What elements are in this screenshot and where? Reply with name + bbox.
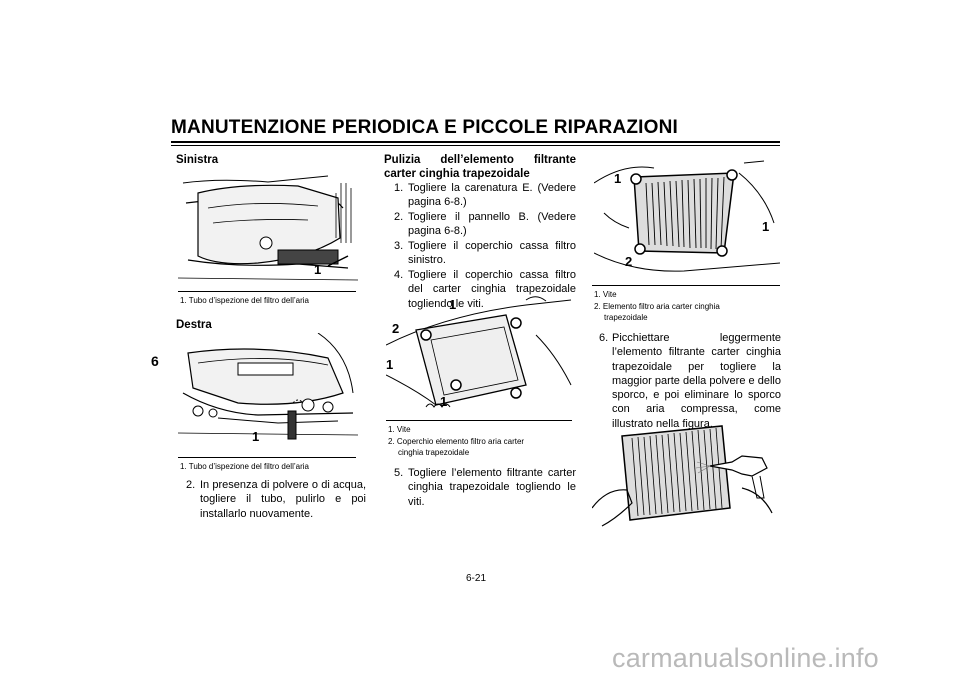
step-number: 4. [394, 269, 404, 281]
caption-rule [592, 285, 780, 286]
page-number: 6-21 [466, 573, 487, 584]
fig4-caption-2: 2. Elemento filtro aria carter cinghia [594, 302, 720, 311]
step-text: In presenza di polvere o di acqua, togli… [200, 479, 366, 520]
fig3-caption-2b: cinghia trapezoidale [398, 448, 470, 457]
header-rule [171, 141, 780, 143]
step-text: Togliere il coperchio cassa filtro sinis… [408, 240, 576, 267]
fig3-caption-1: 1. Vite [388, 425, 411, 434]
fig4-callout-1b: 1 [762, 219, 770, 234]
figure-filter-element [594, 153, 780, 283]
destra-heading: Destra [176, 319, 212, 331]
fig3-callout-1b: 1 [386, 357, 394, 372]
step-text: Picchiettare leggermente l’elemento filt… [612, 332, 781, 430]
page-title: MANUTENZIONE PERIODICA E PICCOLE RIPARAZ… [171, 117, 679, 138]
step-number: 6. [599, 332, 609, 344]
fig1-callout: 1 [314, 262, 322, 277]
figure-compressed-air-cleaning [592, 418, 780, 528]
header-rule-thin [171, 145, 780, 146]
figure-left-side [178, 168, 358, 286]
figure-filter-cover [386, 295, 576, 415]
fig4-caption-2b: trapezoidale [604, 313, 648, 322]
fig3-callout-1c: 1 [440, 394, 448, 409]
step-number: 2. [394, 211, 404, 223]
cleaning-heading: Pulizia dell’elemento filtrante carter c… [384, 154, 576, 180]
fig3-caption-2: 2. Coperchio elemento filtro aria carter [388, 437, 525, 446]
step-number: 2. [186, 479, 196, 491]
step-text: Togliere l’elemento filtrante carter cin… [408, 467, 576, 508]
watermark: carmanualsonline.info [612, 643, 879, 673]
step-text: Togliere il coperchio cassa filtro del c… [408, 269, 576, 310]
caption-rule [178, 457, 356, 458]
step-text: Togliere la carenatura E. (Vedere pagina… [408, 182, 576, 209]
fig4-caption-1: 1. Vite [594, 290, 617, 299]
fig2-caption: 1. Tubo d’ispezione del filtro dell’aria [180, 462, 309, 471]
step-number: 5. [394, 467, 404, 479]
step-text: Togliere il pannello B. (Vedere pagina 6… [408, 211, 576, 238]
fig4-callout-2: 2 [625, 254, 633, 269]
sinistra-heading: Sinistra [176, 154, 219, 166]
step-number: 1. [394, 182, 404, 194]
fig3-callout-2: 2 [392, 321, 400, 336]
fig4-callout-1a: 1 [614, 171, 622, 186]
caption-rule [386, 420, 572, 421]
fig1-caption: 1. Tubo d’ispezione del filtro dell’aria [180, 296, 309, 305]
figure-right-side [178, 333, 358, 453]
fig2-callout: 1 [252, 429, 260, 444]
step-number: 3. [394, 240, 404, 252]
caption-rule [178, 291, 356, 292]
fig3-callout-1a: 1 [449, 297, 457, 312]
section-tab: 6 [151, 353, 159, 369]
